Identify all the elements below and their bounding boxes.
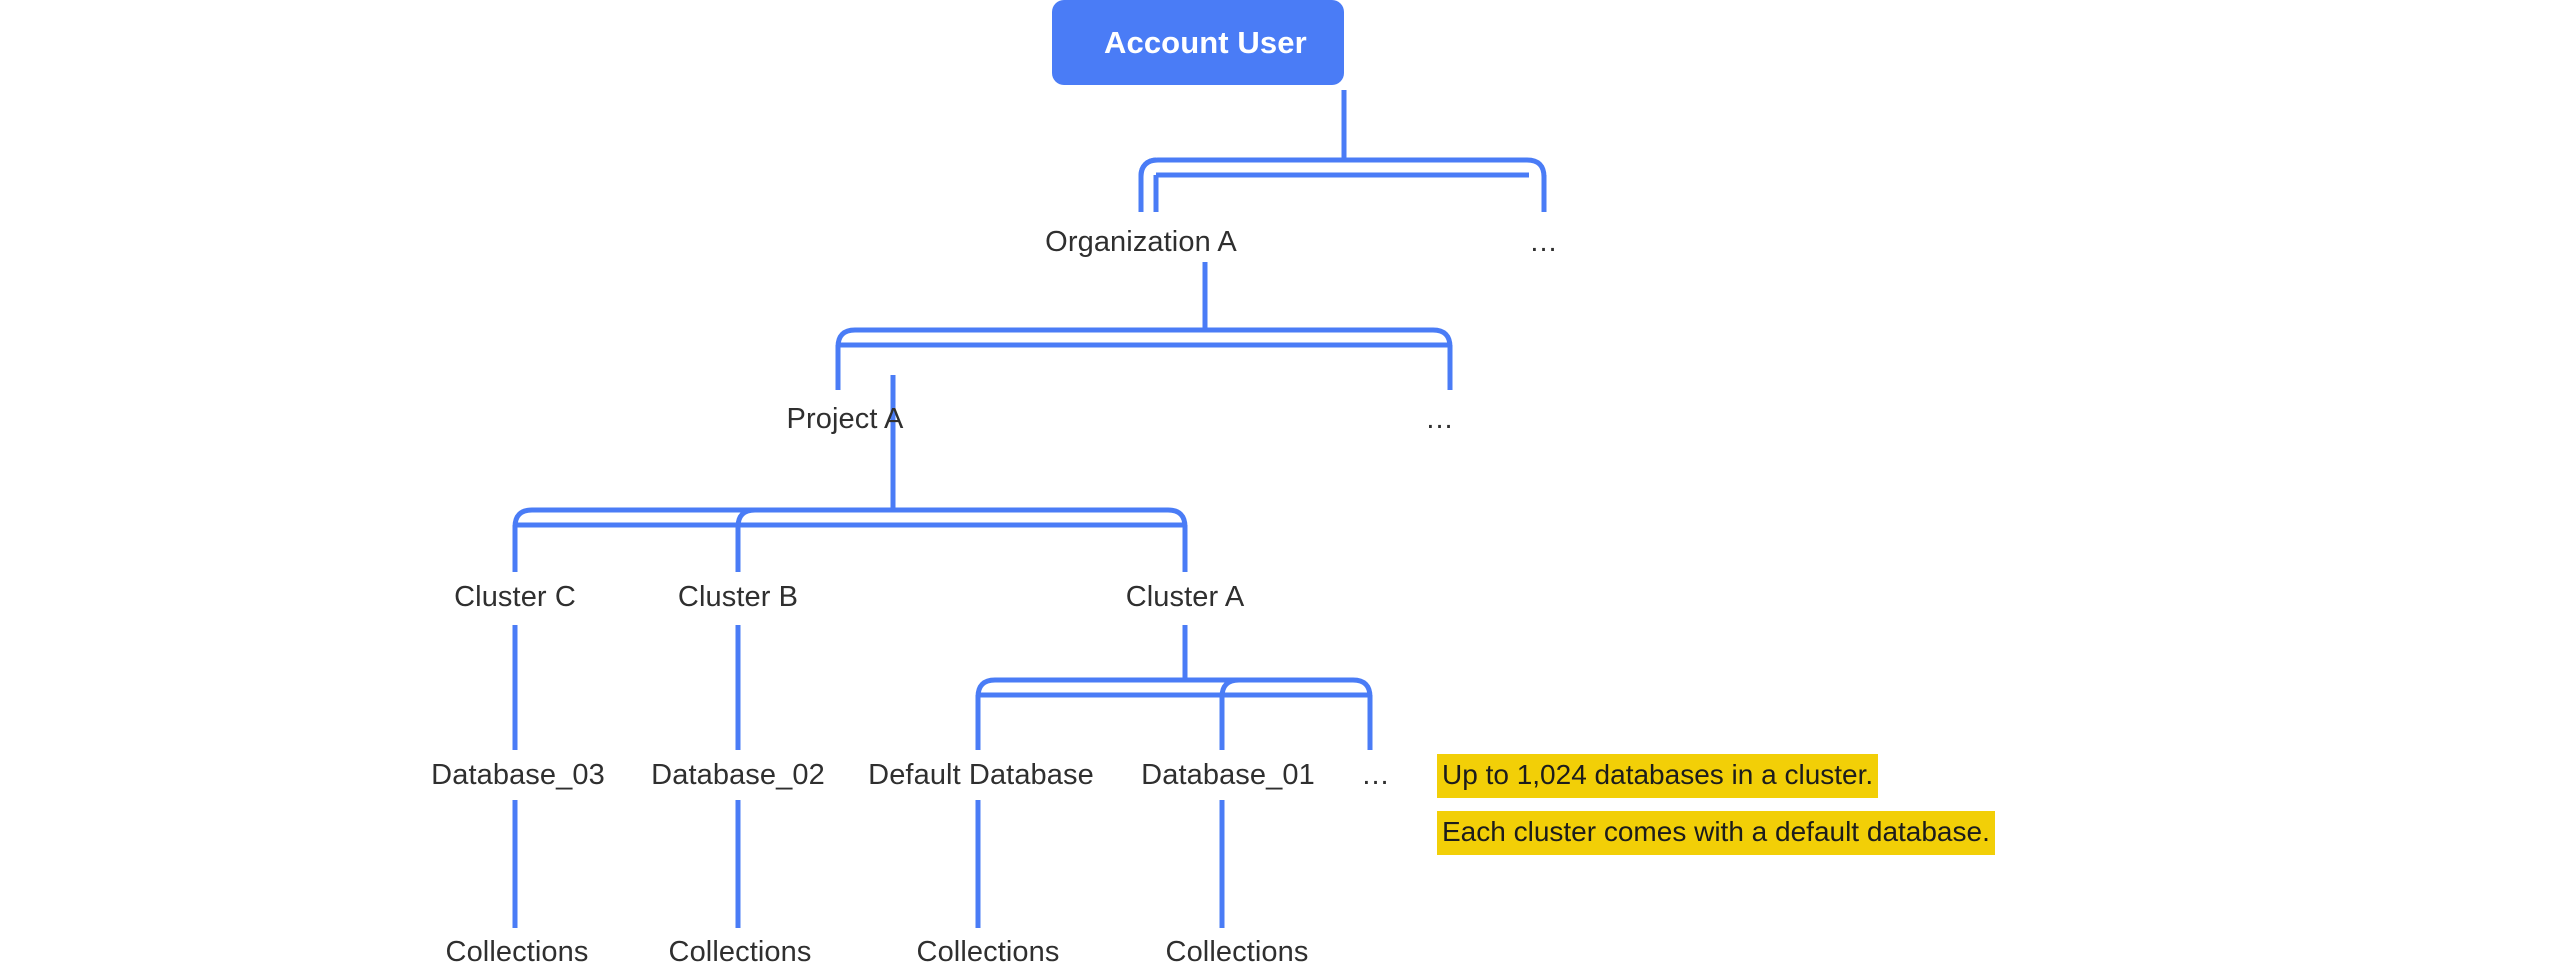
node-organization-a-label: Organization A (1045, 226, 1237, 258)
node-project-a-label: Project A (786, 403, 904, 435)
node-collections-3[interactable]: Collections (917, 938, 1060, 967)
node-organization-more-label: ... (1530, 226, 1558, 258)
node-cluster-b-label: Cluster B (677, 581, 799, 613)
edge-account-bus-corner-left (1138, 157, 1157, 176)
edge-cluster-a-bus-mid (1219, 677, 1240, 750)
node-database-03[interactable]: Database_03 (431, 761, 605, 790)
node-organization-more[interactable]: ... (1530, 228, 1557, 257)
edge-project-bus-mid-b (735, 507, 756, 572)
node-database-02-label: Database_02 (651, 759, 825, 791)
node-cluster-c[interactable]: Cluster C (454, 583, 576, 612)
node-default-database-label: Default Database (868, 759, 1094, 791)
node-organization-a[interactable]: Organization A (1045, 228, 1237, 257)
node-account-user[interactable]: Account User (1052, 0, 1344, 85)
node-default-database[interactable]: Default Database (868, 761, 1094, 790)
edge-cluster-a-bus-rounded (975, 677, 1373, 750)
edge-org-bus-rounded (835, 327, 1453, 390)
node-project-more-label: ... (1426, 403, 1454, 435)
node-database-01-label: Database_01 (1141, 759, 1315, 791)
node-database-more-label: ... (1362, 759, 1390, 791)
node-project-a[interactable]: Project A (787, 405, 904, 434)
node-collections-4-label: Collections (1165, 936, 1309, 968)
node-cluster-a[interactable]: Cluster A (1126, 583, 1245, 612)
node-cluster-a-label: Cluster A (1125, 581, 1245, 613)
node-collections-2[interactable]: Collections (669, 938, 812, 967)
node-cluster-c-label: Cluster C (454, 581, 576, 613)
node-account-user-label: Account User (1104, 25, 1307, 60)
node-collections-1-label: Collections (445, 936, 589, 968)
edge-project-bus-rounded (512, 507, 1188, 572)
node-database-01[interactable]: Database_01 (1141, 761, 1315, 790)
node-database-02[interactable]: Database_02 (651, 761, 825, 790)
node-collections-3-label: Collections (916, 936, 1060, 968)
node-database-03-label: Database_03 (431, 759, 605, 791)
node-project-more[interactable]: ... (1426, 405, 1453, 434)
note-database-limit: Up to 1,024 databases in a cluster. (1437, 754, 1879, 798)
note-database-limit-text: Up to 1,024 databases in a cluster. (1442, 759, 1874, 790)
node-collections-4[interactable]: Collections (1166, 938, 1309, 967)
node-collections-2-label: Collections (668, 936, 812, 968)
note-default-database-text: Each cluster comes with a default databa… (1442, 816, 1990, 847)
node-collections-1[interactable]: Collections (446, 938, 589, 967)
note-default-database: Each cluster comes with a default databa… (1437, 811, 1995, 855)
node-database-more[interactable]: ... (1362, 761, 1389, 790)
node-cluster-b[interactable]: Cluster B (678, 583, 798, 612)
edge-account-bus-rounded (1138, 157, 1547, 212)
